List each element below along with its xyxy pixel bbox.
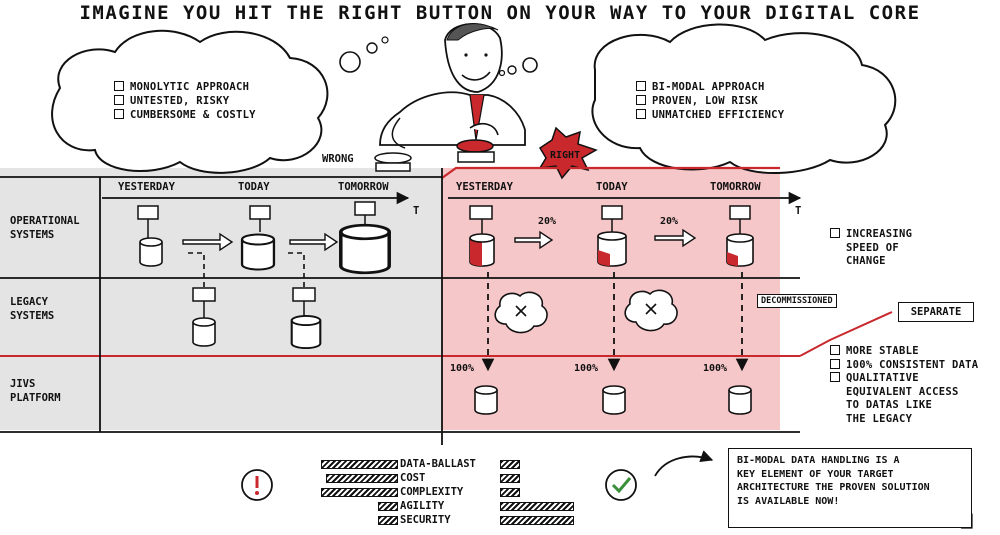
- good-bar: [500, 502, 574, 511]
- left-cloud-item: MONOLYTIC APPROACH: [114, 80, 256, 94]
- comparison-label: COMPLEXITY: [400, 486, 464, 498]
- destroyed-legacy-icon: [624, 289, 678, 332]
- left-cloud-item: UNTESTED, RISKY: [114, 94, 256, 108]
- right-cloud-list: BI-MODAL APPROACH PROVEN, LOW RISK UNMAT…: [636, 80, 784, 122]
- jivs-percent: 100%: [450, 363, 475, 374]
- jivs-percent: 100%: [574, 363, 599, 374]
- right-cloud-item: PROVEN, LOW RISK: [636, 94, 784, 108]
- decommissioned-label: DECOMMISSIONED: [757, 294, 837, 308]
- col-yesterday-left: YESTERDAY: [118, 181, 175, 193]
- time-axis-right: T: [795, 205, 802, 217]
- wrong-label: WRONG: [322, 153, 354, 165]
- jivs-percent: 100%: [703, 363, 728, 374]
- checkbox-icon: [830, 372, 840, 382]
- separate-box: SEPARATE: [898, 302, 974, 322]
- col-today-left: TODAY: [238, 181, 270, 193]
- businessman-illustration: [379, 23, 526, 149]
- checkbox-icon: [830, 228, 840, 238]
- comparison-label: COST: [400, 472, 426, 484]
- bad-bar: [321, 460, 398, 469]
- good-bar: [500, 474, 520, 483]
- checkbox-icon: [830, 358, 840, 369]
- benefits-list: MORE STABLE 100% CONSISTENT DATA QUALITA…: [830, 345, 978, 426]
- wrong-button-illustration: [374, 152, 412, 172]
- col-tomorrow-left: TOMORROW: [338, 181, 389, 193]
- destroyed-legacy-icon: [494, 291, 548, 334]
- comparison-label: AGILITY: [400, 500, 445, 512]
- growth-percent: 20%: [660, 216, 679, 227]
- checkmark-icon: [605, 469, 637, 501]
- checkbox-icon: [636, 95, 646, 105]
- good-bar: [500, 516, 574, 525]
- good-bar: [500, 460, 520, 469]
- bad-bar: [378, 516, 398, 525]
- checkbox-icon: [114, 109, 124, 119]
- speed-of-change-list: INCREASING SPEED OF CHANGE: [830, 228, 912, 269]
- right-cloud-item: UNMATCHED EFFICIENCY: [636, 108, 784, 122]
- left-cloud-item: CUMBERSOME & COSTLY: [114, 108, 256, 122]
- left-cloud-list: MONOLYTIC APPROACH UNTESTED, RISKY CUMBE…: [114, 80, 256, 122]
- comparison-label: SECURITY: [400, 514, 451, 526]
- bad-bar: [321, 488, 398, 497]
- col-tomorrow-right: TOMORROW: [710, 181, 761, 193]
- good-bar: [500, 488, 520, 497]
- checkbox-icon: [114, 95, 124, 105]
- left-thought-cloud: [51, 29, 329, 174]
- exclamation-icon: [241, 469, 273, 501]
- conclusion-note: BI-MODAL DATA HANDLING IS A KEY ELEMENT …: [728, 448, 972, 528]
- right-label: RIGHT: [550, 150, 581, 161]
- right-button-illustration: [456, 139, 495, 163]
- col-today-right: TODAY: [596, 181, 628, 193]
- time-axis-left: T: [413, 205, 420, 217]
- bad-bar: [326, 474, 398, 483]
- comparison-chart: DATA-BALLAST COST COMPLEXITY AGILITY SECURIT…: [300, 458, 600, 530]
- right-thought-cloud: [591, 23, 897, 175]
- checkbox-icon: [636, 109, 646, 119]
- comparison-label: DATA-BALLAST: [400, 458, 476, 470]
- bad-bar: [378, 502, 398, 511]
- checkbox-icon: [830, 345, 840, 355]
- checkbox-icon: [114, 81, 124, 91]
- right-cloud-item: BI-MODAL APPROACH: [636, 80, 784, 94]
- col-yesterday-right: YESTERDAY: [456, 181, 513, 193]
- page-title: IMAGINE YOU HIT THE RIGHT BUTTON ON YOUR…: [79, 2, 921, 24]
- checkbox-icon: [636, 81, 646, 91]
- growth-percent: 20%: [538, 216, 557, 227]
